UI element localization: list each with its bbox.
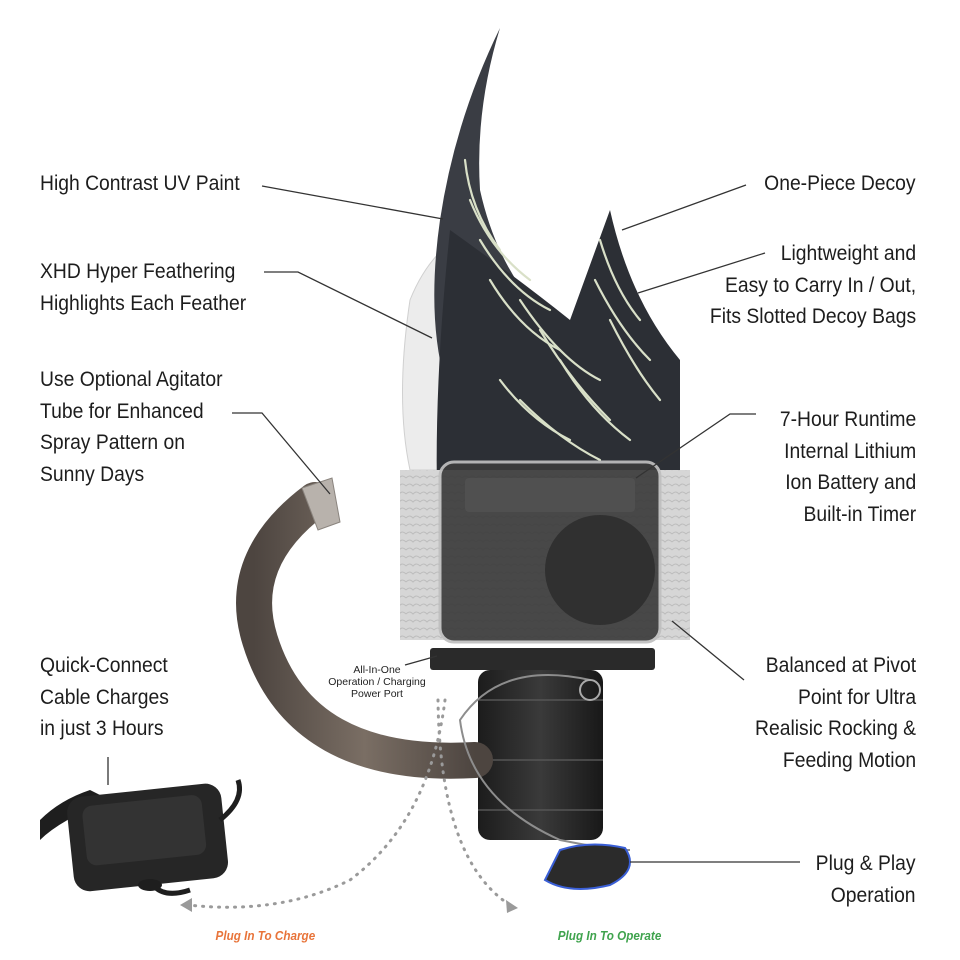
pump-body	[478, 670, 603, 840]
leader-lines	[107, 184, 800, 863]
callout-balanced-pivot: Balanced at Pivot Point for Ultra Realis…	[754, 654, 916, 772]
callout-quick-connect: Quick-Connect Cable Charges in just 3 Ho…	[40, 654, 169, 740]
power-port-label: All-In-One Operation / Charging Power Po…	[328, 664, 426, 700]
callout-lightweight: Lightweight and Easy to Carry In / Out, …	[709, 242, 916, 328]
callout-agitator-tube: Use Optional Agitator Tube for Enhanced …	[40, 368, 223, 486]
agitator-tube-tip	[301, 477, 341, 531]
callout-uv-paint: High Contrast UV Paint	[40, 172, 240, 195]
agitator-tube	[236, 482, 493, 779]
charger	[40, 779, 242, 896]
plug-in-to-charge-label: Plug In To Charge	[215, 928, 316, 943]
callout-one-piece-decoy: One-Piece Decoy	[764, 172, 916, 195]
plug-connector	[543, 843, 631, 890]
feather-highlights	[463, 158, 662, 462]
callout-xhd-feathering: XHD Hyper Feathering Highlights Each Fea…	[40, 260, 247, 315]
callout-plug-and-play: Plug & Play Operation	[816, 852, 916, 907]
plug-in-to-operate-label: Plug In To Operate	[557, 928, 662, 943]
callout-battery-runtime: 7-Hour Runtime Internal Lithium Ion Batt…	[779, 408, 916, 526]
base-plate	[430, 648, 655, 670]
charge-path	[186, 698, 447, 909]
